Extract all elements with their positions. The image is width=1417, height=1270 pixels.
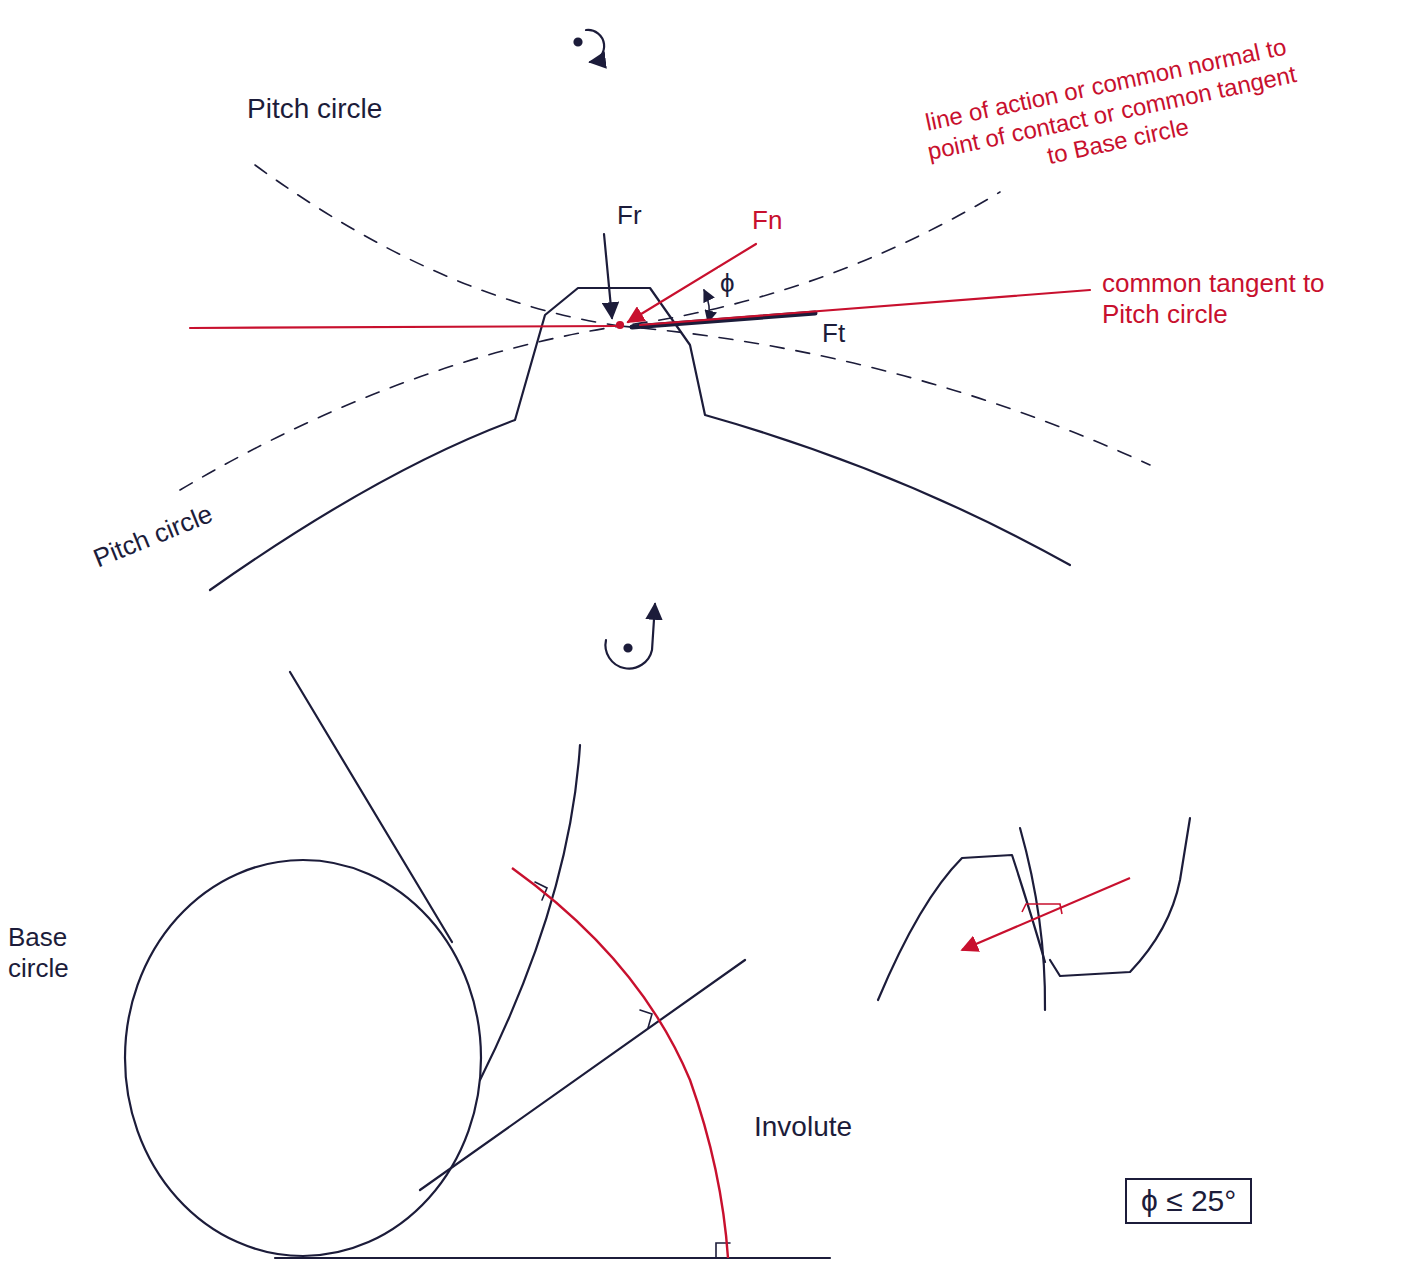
condition-text: ϕ ≤ 25° [1141,1184,1236,1217]
gear-tooth [210,288,1070,590]
pitch-circle [180,326,1150,490]
radial-force [604,234,612,318]
pitch-circle [255,165,1000,326]
pitch-tangent-line [190,326,618,328]
gear-tooth [1050,818,1190,976]
circle-label: Pitch circle [245,92,384,126]
condition-box: ϕ ≤ 25° [1125,1178,1252,1224]
gear-tooth [878,855,1045,1000]
gear-centre [575,39,582,46]
angle-symbol: ϕ [718,268,737,299]
pitch-tangent-line [640,290,1090,325]
right-angle-mark [640,1010,652,1028]
contact-point [617,322,623,328]
rotation-arrow [586,30,604,62]
curve-label: Involute [752,1110,854,1144]
line-of-action [962,878,1130,950]
force-label: Fn [750,205,784,236]
base-circle [125,860,481,1256]
tangent-line [290,672,452,942]
rotation-arrow [605,604,655,669]
right-angle-mark [1022,904,1062,914]
pressure-angle-arc [704,290,709,322]
tangent-note: common tangent to Pitch circle [1100,268,1374,330]
circle-label: Pitch circle [87,496,223,575]
circle-label: Base circle [6,922,110,984]
involute-curve [512,868,728,1258]
gear-centre [625,645,632,652]
line-of-action-note: line of action or common normal to point… [915,31,1309,195]
tangential-force [632,313,815,327]
tangent-line [420,960,745,1190]
normal-force [628,244,756,322]
force-label: Fr [615,200,644,231]
tangent-curve [480,745,580,1080]
tangent-line [275,1257,830,1259]
force-label: Ft [820,318,847,349]
